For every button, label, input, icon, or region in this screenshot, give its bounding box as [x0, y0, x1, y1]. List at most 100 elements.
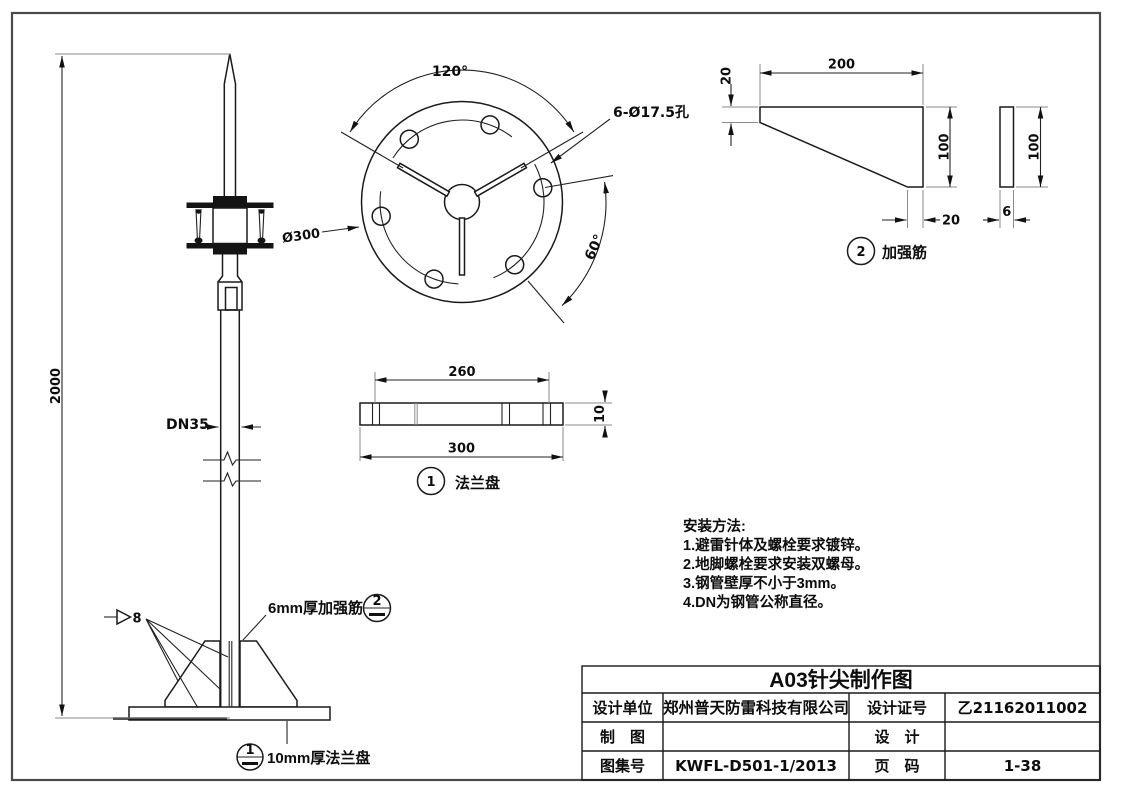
break-line-upper: [203, 450, 261, 467]
rod-elevation-figure: 2000 DN35 8 6mm厚加强筋 2: [49, 53, 392, 771]
tb-value: KWFL-D501-1/2013: [675, 757, 837, 775]
tb-value: 乙21162011002: [958, 699, 1088, 717]
note-item: 3.钢管壁厚不小于3mm。: [683, 574, 845, 592]
rib: [473, 162, 528, 198]
flange-plate-section: [359, 402, 564, 426]
right-electrode-pin: [257, 208, 266, 244]
dim-300: 300: [359, 427, 564, 461]
notes-heading: 安装方法:: [683, 517, 746, 535]
dim-100-main-text: 100: [938, 133, 953, 160]
rib-note: 6mm厚加强筋: [242, 599, 363, 641]
section-callout-2: 2: [362, 593, 392, 623]
bolt-hole: [424, 269, 444, 289]
right-gusset: [239, 640, 298, 708]
dim-260-text: 260: [448, 365, 475, 380]
dim-20-tip: 20: [720, 67, 758, 146]
callout-1-number: 1: [245, 743, 254, 758]
note-item: 4.DN为钢管公称直径。: [683, 593, 832, 611]
dim-6-text: 6: [1002, 205, 1011, 220]
dim-6: 6: [983, 190, 1030, 228]
flange-balloon: 1 法兰盘: [416, 466, 500, 496]
dim-dn35: DN35: [166, 417, 261, 433]
dim-120deg-text: 120°: [432, 64, 468, 80]
coupling-inner: [224, 286, 238, 311]
bolt-hole: [504, 255, 525, 275]
needle-tip: [223, 53, 237, 196]
diameter-text: Ø300: [281, 226, 321, 246]
bolt-circle-arc: [392, 119, 513, 159]
dim-200: 200: [759, 58, 924, 105]
coupling: [217, 281, 243, 311]
gusset-detail: 200 20 100 20: [720, 58, 1048, 266]
dim-100-main: 100: [926, 106, 957, 188]
dim-260: 260: [374, 365, 550, 403]
base-flange-plate: [128, 706, 331, 721]
bolt-circle-arc: [493, 163, 545, 279]
dn35-text: DN35: [166, 417, 209, 433]
dim-60deg: 60°: [527, 175, 614, 324]
left-electrode-pin: [194, 208, 203, 244]
dim-20-foot: 20: [882, 190, 960, 229]
tb-label: 设 计: [874, 728, 919, 746]
dim-10: 10: [565, 390, 612, 438]
dim-20-tip-text: 20: [720, 67, 735, 85]
tb-label: 设计证号: [867, 699, 927, 717]
upper-tube: [217, 254, 243, 283]
dim-60deg-text: 60°: [582, 232, 608, 263]
weld-triangle-icon: [116, 608, 133, 626]
flange-balloon-label: 法兰盘: [455, 474, 500, 492]
rib-note-text: 6mm厚加强筋: [268, 599, 363, 617]
drawing-title: A03针尖制作图: [769, 668, 913, 692]
pole-tube: [219, 310, 241, 707]
base-note: 1 10mm厚法兰盘: [236, 721, 370, 771]
disc-bottom-cap: [213, 248, 247, 255]
dim-2000-text: 2000: [49, 368, 64, 404]
lower-disc: [186, 243, 274, 249]
disc-top-cap: [213, 196, 247, 203]
rib: [396, 162, 451, 198]
dim-100-side-text: 100: [1028, 133, 1043, 160]
weld-size-text: 8: [133, 612, 142, 627]
upper-disc: [186, 202, 274, 208]
holes-leader: 6-Ø17.5孔: [550, 105, 689, 164]
callout-2-number: 2: [372, 594, 381, 609]
tb-label: 图集号: [600, 757, 645, 775]
flange-side-view: 260 300 10 1 法兰盘: [359, 365, 612, 496]
rib: [458, 217, 466, 276]
flange-top-view: 120° 60° 6-Ø17.5孔 Ø300: [281, 64, 689, 324]
tb-label: 页 码: [874, 758, 919, 775]
front-gusset-edge: [228, 641, 233, 707]
dim-120deg: 120°: [340, 64, 584, 169]
bolt-hole: [533, 178, 553, 198]
gusset-balloon-label: 加强筋: [881, 244, 927, 262]
holes-label-text: 6-Ø17.5孔: [613, 105, 689, 121]
left-gusset: [164, 640, 221, 708]
break-line-lower: [203, 471, 261, 488]
title-block: A03针尖制作图 设计单位 郑州普天防雷科技有限公司 设计证号 乙2116201…: [581, 665, 1101, 781]
bolt-circle-arc: [379, 191, 459, 285]
note-item: 2.地脚螺栓要求安装双螺母。: [683, 555, 869, 573]
dim-300-text: 300: [448, 442, 475, 457]
gusset-balloon: 2 加强筋: [846, 236, 927, 266]
tb-value: 郑州普天防雷科技有限公司: [663, 698, 849, 717]
dim-20-foot-text: 20: [942, 214, 960, 229]
weld-mark: 8: [104, 608, 229, 709]
installation-notes: 安装方法: 1.避雷针体及螺栓要求镀锌。 2.地脚螺栓要求安装双螺母。 3.钢管…: [683, 517, 869, 611]
disc-hub: [212, 207, 248, 245]
gusset-balloon-number: 2: [856, 245, 865, 260]
note-item: 1.避雷针体及螺栓要求镀锌。: [683, 536, 869, 554]
sheet-border: [10, 11, 1102, 782]
flange-hub-circle: [443, 183, 481, 221]
bolt-hole: [371, 206, 391, 226]
dim-200-text: 200: [828, 58, 855, 73]
dim-100-side: 100: [1016, 106, 1048, 188]
diameter-leader: Ø300: [281, 225, 360, 247]
dim-2000: 2000: [49, 53, 231, 719]
base-note-text: 10mm厚法兰盘: [267, 749, 370, 767]
gusset-profile: [759, 106, 924, 188]
flange-balloon-number: 1: [426, 475, 435, 490]
tb-label: 设计单位: [592, 699, 652, 717]
dim-10-text: 10: [593, 405, 608, 423]
